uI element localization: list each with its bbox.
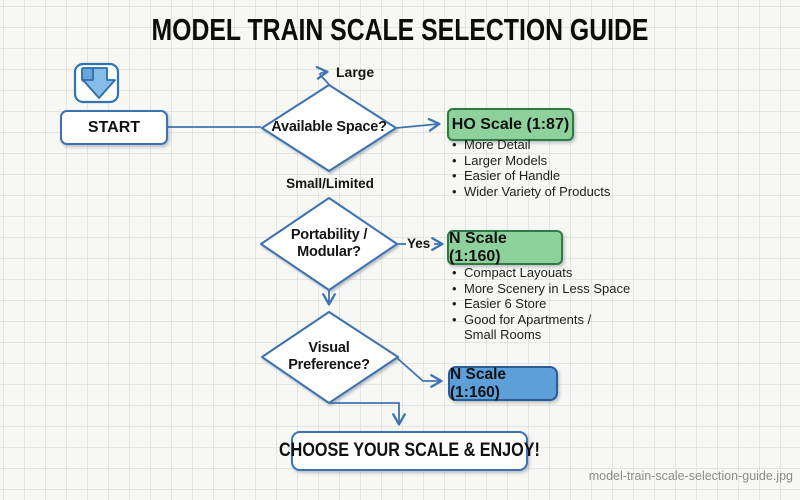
list-item: Good for Apartments / Small Rooms <box>451 312 646 343</box>
result-n-scale: N Scale (1:160) <box>447 230 563 265</box>
decision-available-space-diamond <box>261 84 397 172</box>
download-arrow-icon <box>73 62 120 104</box>
final-label: CHOOSE YOUR SCALE & ENJOY! <box>279 440 540 461</box>
list-item: Compact Layouats <box>451 265 646 281</box>
connector-space-to-ho <box>395 117 441 132</box>
decision-available-space-label: Available Space? <box>271 119 387 135</box>
start-node: START <box>60 110 168 145</box>
watermark-filename: model-train-scale-selection-guide.jpg <box>588 469 793 483</box>
start-label: START <box>87 118 141 136</box>
connector-space-large <box>315 65 331 87</box>
list-item: More Detail <box>451 137 631 153</box>
decision-portability-label: Portability / Modular? <box>290 227 368 260</box>
decision-portability-diamond <box>260 197 398 291</box>
n-scale-bullet-list: Compact Layouats More Scenery in Less Sp… <box>451 265 646 343</box>
result-n-scale-blue-label: N Scale (1:160) <box>450 365 507 401</box>
ho-scale-bullet-list: More Detail Larger Models Easier of Hand… <box>451 137 631 199</box>
connector-visual-to-nscale <box>396 357 443 388</box>
list-item: Larger Models <box>451 153 631 169</box>
branch-label-small-limited: Small/Limited <box>286 176 374 191</box>
page-title: MODEL TRAIN SCALE SELECTION GUIDE <box>151 12 649 47</box>
list-item: Easier 6 Store <box>451 296 646 312</box>
result-ho-scale-label: HO Scale (1:87) <box>451 115 570 133</box>
decision-visual-preference-label: Visual Preference? <box>288 340 370 373</box>
branch-label-yes: Yes <box>407 236 431 251</box>
list-item: Wider Variety of Products <box>451 184 631 200</box>
result-n-scale-label: N Scale (1:160) <box>449 229 507 265</box>
branch-label-large: Large <box>336 64 375 80</box>
decision-visual-preference-diamond <box>261 311 399 404</box>
connector-visual-to-final <box>330 402 406 426</box>
list-item: More Scenery in Less Space <box>451 281 646 297</box>
result-n-scale-blue: N Scale (1:160) <box>448 366 558 401</box>
list-item: Easier of Handle <box>451 168 631 184</box>
final-node: CHOOSE YOUR SCALE & ENJOY! <box>279 431 540 471</box>
